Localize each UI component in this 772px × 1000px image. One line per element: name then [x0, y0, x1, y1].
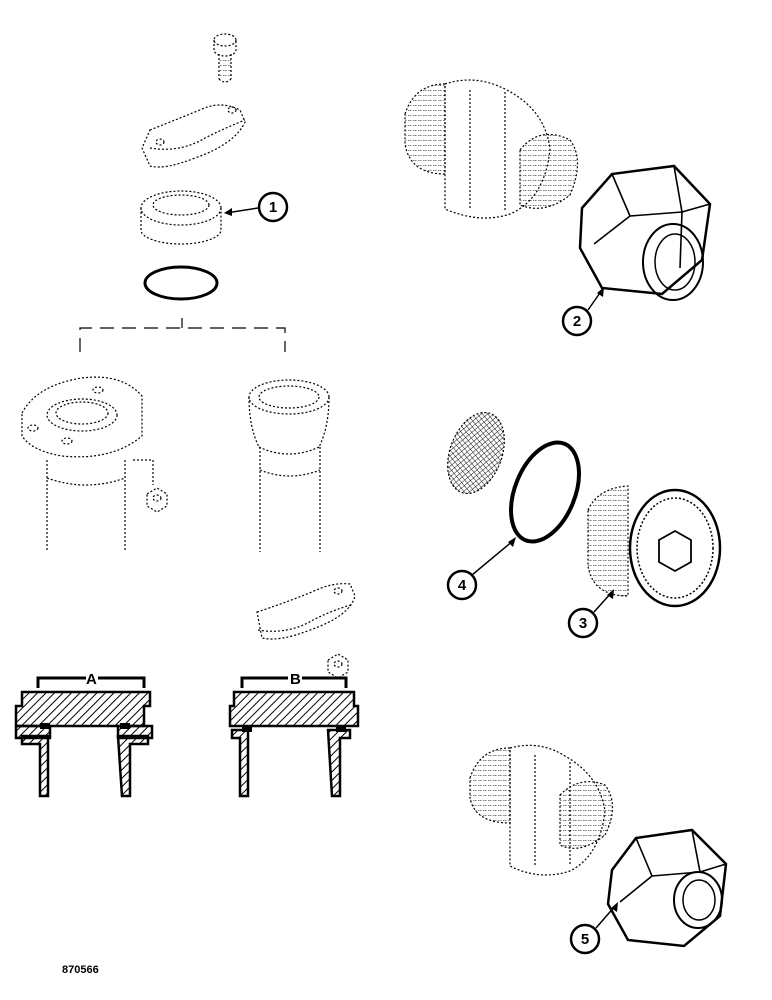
- callout-3: 3: [567, 589, 614, 639]
- union-fitting-top: [404, 79, 579, 219]
- section-b: B: [228, 671, 360, 798]
- hex-nut-small-right: [327, 653, 349, 679]
- callout-5-label: 5: [581, 931, 589, 948]
- callout-3-label: 3: [579, 615, 587, 632]
- bolt: [213, 33, 237, 83]
- section-a-label: A: [86, 671, 97, 688]
- cap-nut-bottom: [606, 828, 728, 948]
- union-fitting-bottom: [469, 744, 614, 876]
- callout-2-label: 2: [573, 313, 581, 330]
- flanged-tube: [21, 376, 154, 552]
- o-ring-large: [509, 440, 581, 544]
- callout-5: 5: [569, 902, 618, 955]
- o-ring-small: [143, 265, 219, 301]
- callout-1: 1: [224, 191, 289, 223]
- section-b-label: B: [290, 671, 301, 688]
- screen-filter: [447, 411, 505, 495]
- section-a: A: [14, 671, 154, 798]
- callout-4-label: 4: [458, 577, 467, 594]
- alternative-bracket: [79, 318, 286, 352]
- hex-nut-small-left: [146, 487, 168, 513]
- callout-2: 2: [561, 287, 604, 337]
- split-flange-half-lower: [256, 583, 356, 640]
- callout-1-label: 1: [269, 199, 277, 216]
- drawing-number: 870566: [62, 964, 99, 976]
- cap-nut-top: [578, 164, 712, 301]
- callout-4: 4: [446, 537, 516, 601]
- split-flange-half-top: [141, 104, 246, 168]
- plain-tube: [248, 379, 330, 552]
- flange-cap: [140, 190, 222, 245]
- hex-socket-plug: [587, 485, 722, 608]
